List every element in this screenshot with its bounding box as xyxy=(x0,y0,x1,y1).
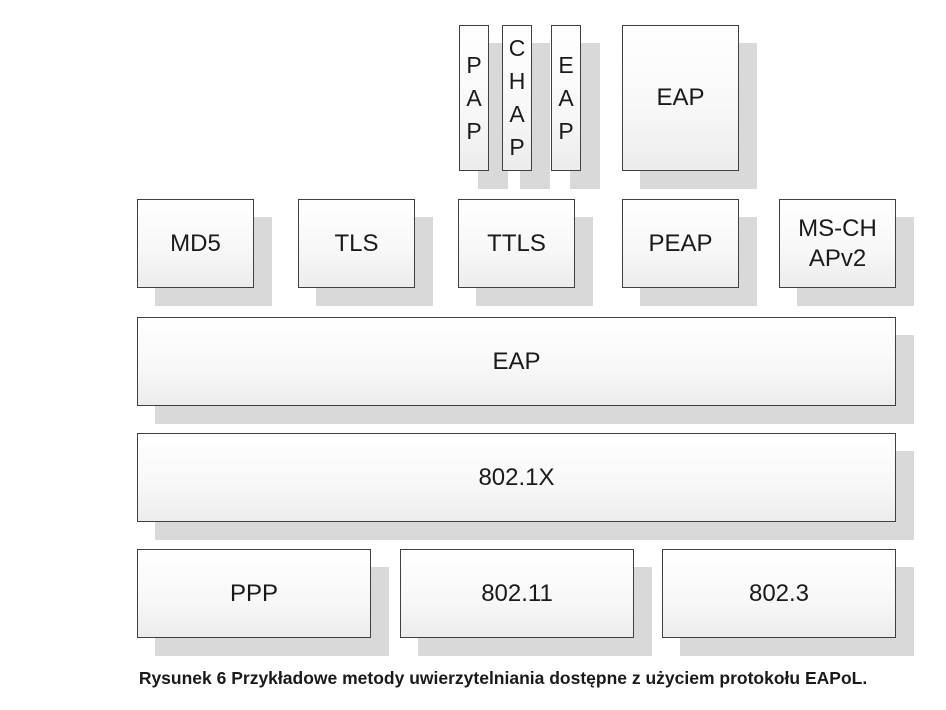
eap-large-label: EAP xyxy=(656,84,705,111)
dot1x-layer-box: 802.1X xyxy=(137,433,896,522)
ethernet-box: 802.3 xyxy=(662,549,896,638)
ppp-box: PPP xyxy=(137,549,371,638)
pap-box: PAP xyxy=(459,25,489,171)
dot1x-layer-label: 802.1X xyxy=(478,463,555,491)
mschap-box: MS-CHAPv2 xyxy=(779,199,896,288)
ttls-label: TTLS xyxy=(487,229,546,257)
eap-small-label: EAP xyxy=(558,51,574,144)
peap-label: PEAP xyxy=(648,229,713,257)
tls-box: TLS xyxy=(298,199,415,288)
mschap-label: MS-CHAPv2 xyxy=(798,214,877,272)
ttls-box: TTLS xyxy=(458,199,575,288)
eap-layer-box: EAP xyxy=(137,317,896,406)
eapol-authentication-diagram: PAP CHAP EAP EAP MD5 TLS TTLS PEAP MS-CH… xyxy=(137,25,914,656)
figure-caption: Rysunek 6 Przykładowe metody uwierzyteln… xyxy=(138,668,868,688)
ppp-label: PPP xyxy=(229,579,279,607)
tls-label: TLS xyxy=(334,229,379,257)
chap-box: CHAP xyxy=(502,25,532,171)
eap-small-box: EAP xyxy=(551,25,581,171)
wifi-label: 802.11 xyxy=(481,579,553,607)
md5-label: MD5 xyxy=(170,229,221,257)
wifi-box: 802.11 xyxy=(400,549,634,638)
eap-large-box: EAP xyxy=(622,25,739,171)
md5-box: MD5 xyxy=(137,199,254,288)
ethernet-label: 802.3 xyxy=(748,579,810,607)
pap-label: PAP xyxy=(466,51,482,144)
eap-layer-label: EAP xyxy=(492,347,541,375)
peap-box: PEAP xyxy=(622,199,739,288)
chap-label: CHAP xyxy=(508,35,526,160)
